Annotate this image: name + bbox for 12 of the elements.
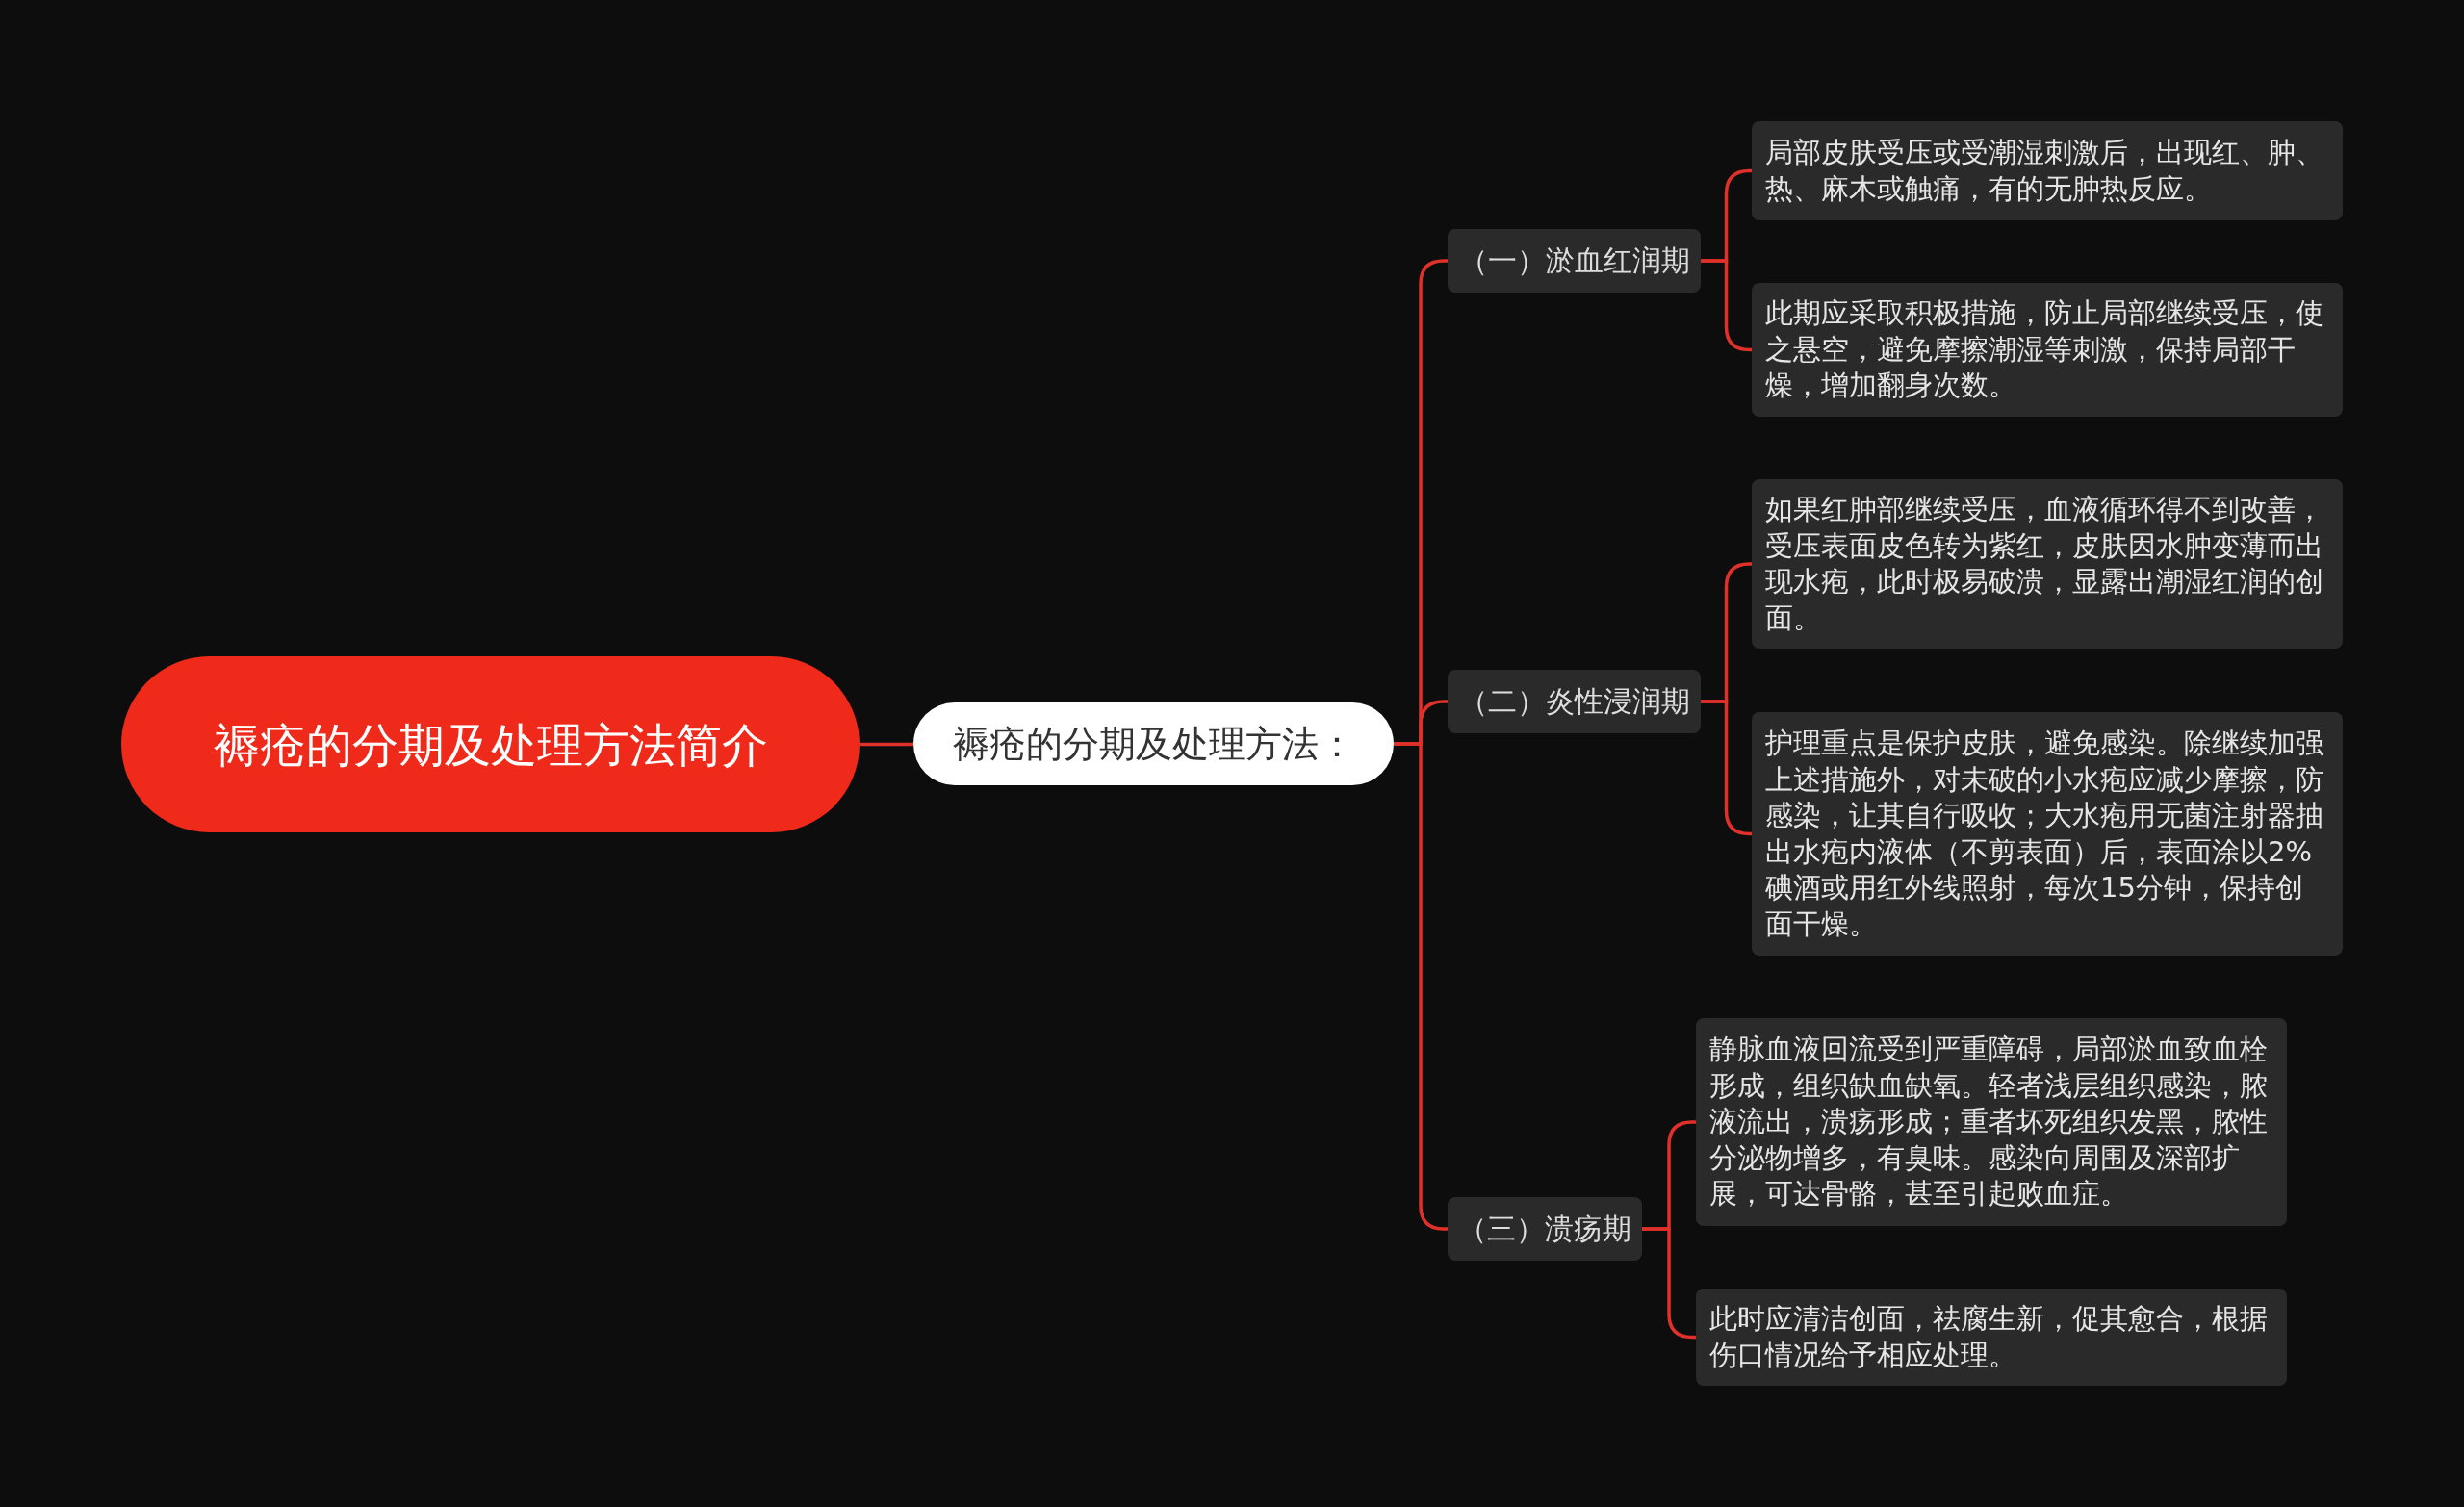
central-topic: 褥疮的分期及处理方法简介 xyxy=(121,656,860,832)
stage-box: （一）淤血红润期 xyxy=(1448,229,1701,293)
note-box: 护理重点是保护皮肤，避免感染。除继续加强上述措施外，对未破的小水疱应减少摩擦，防感染，让其自行吸收；大水疱用无菌注射器抽出水疱内液体（不剪表面）后，表面涂以2%碘酒或用红外线照射，每次15分钟，保持创面干燥。 xyxy=(1752,712,2343,956)
stage-box: （三）溃疡期 xyxy=(1448,1197,1642,1261)
note-box: 此期应采取积极措施，防止局部继续受压，使之悬空，避免摩擦潮湿等刺激，保持局部干燥，增加翻身次数。 xyxy=(1752,283,2343,417)
note-box: 静脉血液回流受到严重障碍，局部淤血致血栓形成，组织缺血缺氧。轻者浅层组织感染，脓液流出，溃疡形成；重者坏死组织发黑，脓性分泌物增多，有臭味。感染向周围及深部扩展，可达骨骼，甚至引起败血症。 xyxy=(1696,1018,2287,1226)
stage-box: （二）炎性浸润期 xyxy=(1448,670,1701,733)
connector xyxy=(860,742,913,747)
subtopic-box: 褥疮的分期及处理方法： xyxy=(913,702,1394,785)
note-box: 此时应清洁创面，祛腐生新，促其愈合，根据伤口情况给予相应处理。 xyxy=(1696,1289,2287,1386)
note-box: 局部皮肤受压或受潮湿刺激后，出现红、肿、热、麻木或触痛，有的无肿热反应。 xyxy=(1752,121,2343,220)
note-box: 如果红肿部继续受压，血液循环得不到改善，受压表面皮色转为紫红，皮肤因水肿变薄而出现水疱，此时极易破溃，显露出潮湿红润的创面。 xyxy=(1752,479,2343,649)
